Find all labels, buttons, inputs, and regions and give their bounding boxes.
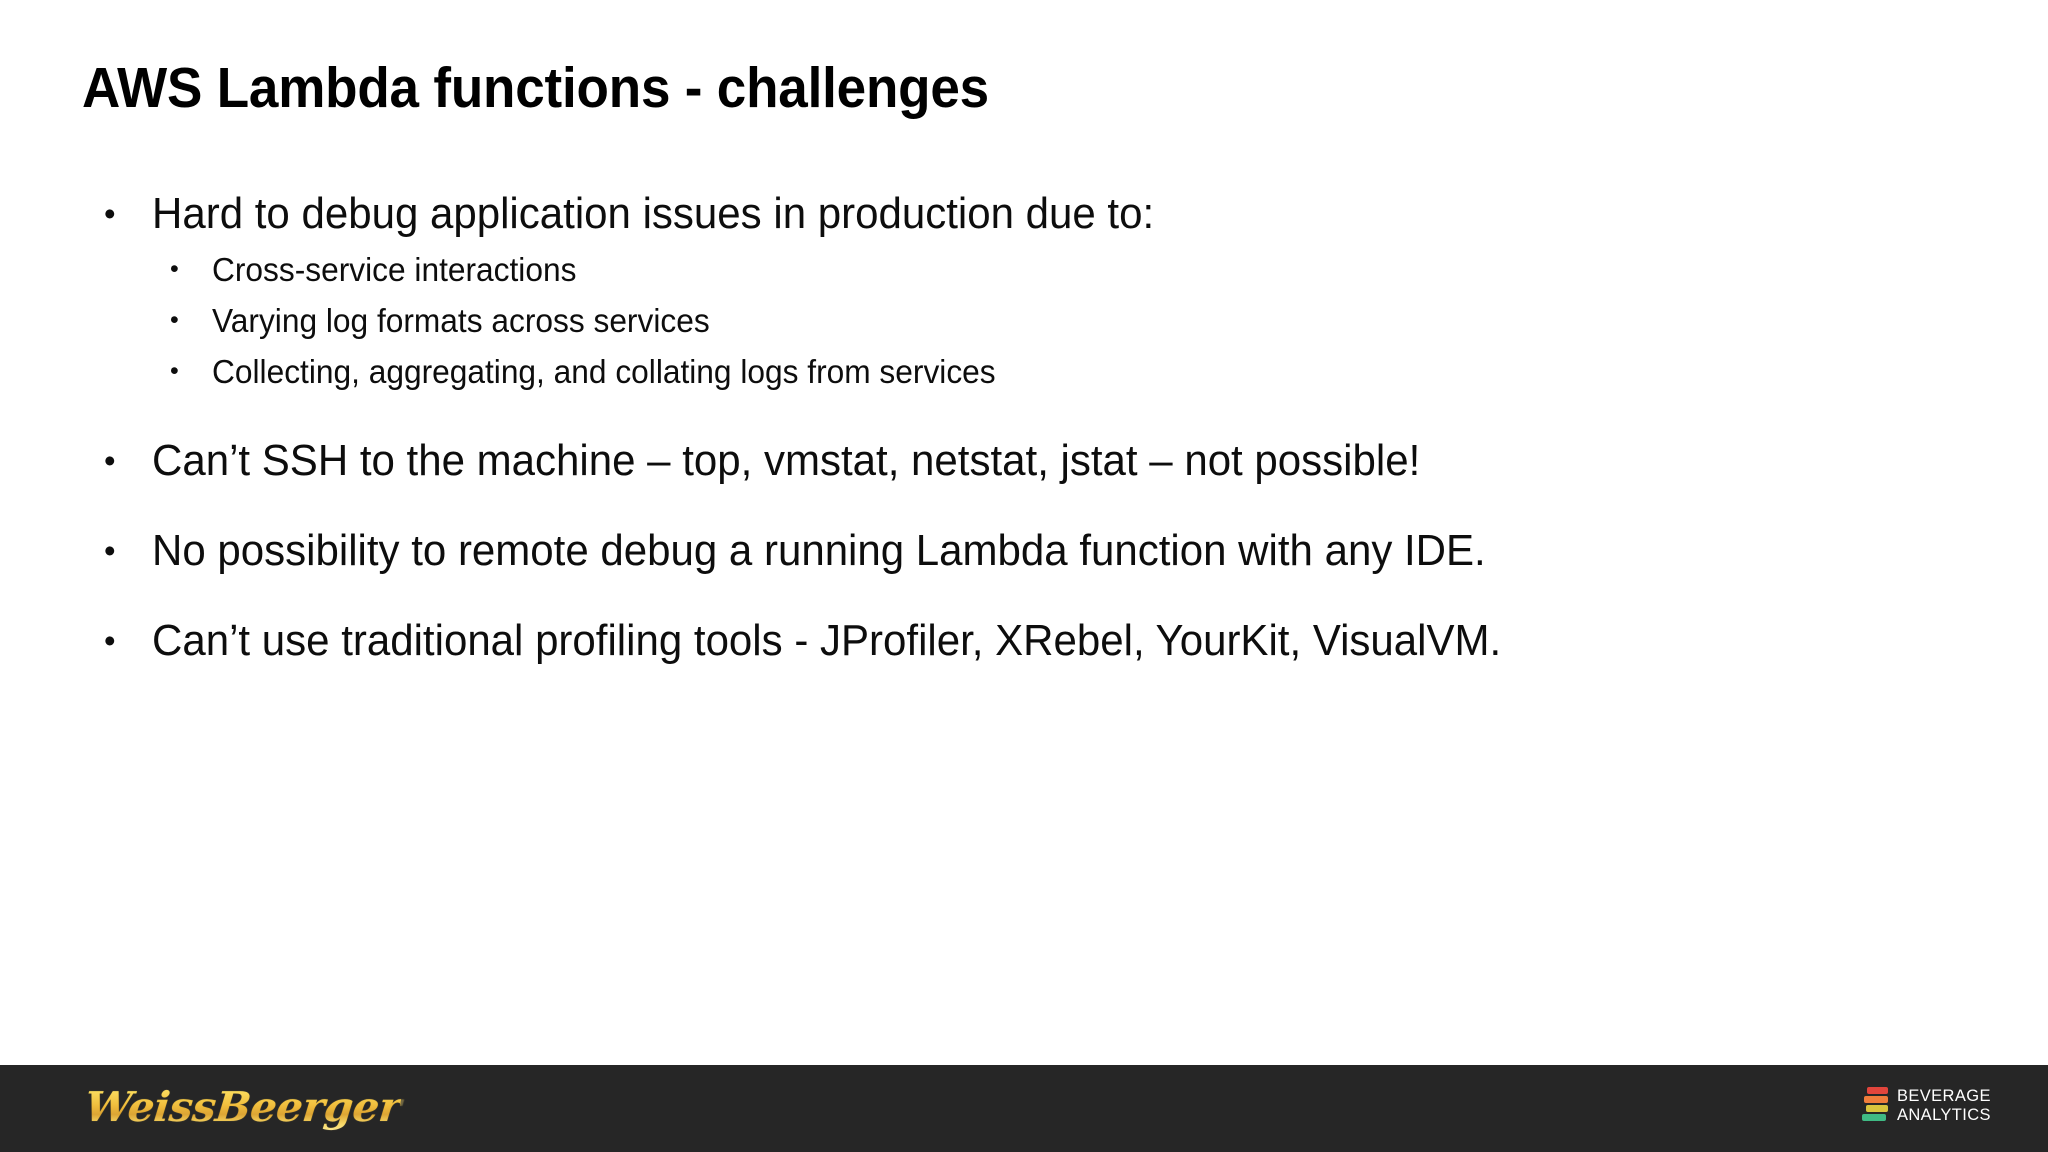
bullet-marker-icon: • <box>104 442 116 479</box>
spacer <box>82 397 1902 435</box>
bullet-item-sub: • Cross-service interactions <box>82 244 1902 295</box>
brand-line-2: ANALYTICS <box>1897 1105 1992 1124</box>
bullet-text: Collecting, aggregating, and collating l… <box>212 353 996 390</box>
bullet-text: Cross-service interactions <box>212 251 577 288</box>
bullet-item-primary: • Can’t SSH to the machine – top, vmstat… <box>82 435 1902 487</box>
bullet-marker-icon: • <box>170 306 179 334</box>
spacer <box>82 577 1902 615</box>
stacked-bar-1 <box>1867 1087 1889 1094</box>
bullet-marker-icon: • <box>104 195 116 232</box>
slide-footer: WeissBeerger BEVERAGE ANALYTICS <box>0 1065 2048 1152</box>
bullet-text: Varying log formats across services <box>212 302 710 339</box>
bullet-marker-icon: • <box>170 255 179 283</box>
bullet-sublist: • Cross-service interactions • Varying l… <box>82 244 1902 397</box>
bullet-item-primary: • Hard to debug application issues in pr… <box>82 188 1902 240</box>
bullet-marker-icon: • <box>104 532 116 569</box>
bullet-item-sub: • Collecting, aggregating, and collating… <box>82 346 1902 397</box>
weissbeerger-logo: WeissBeerger <box>82 1083 404 1131</box>
beverage-analytics-logo: BEVERAGE ANALYTICS <box>1862 1085 1994 1125</box>
bullet-item-sub: • Varying log formats across services <box>82 295 1902 346</box>
stacked-bars-icon <box>1862 1085 1889 1125</box>
bullet-marker-icon: • <box>104 622 116 659</box>
bullet-text: Hard to debug application issues in prod… <box>152 189 1155 238</box>
bullet-text: Can’t use traditional profiling tools - … <box>152 616 1502 665</box>
bullet-item-primary: • No possibility to remote debug a runni… <box>82 525 1902 577</box>
bullet-text: Can’t SSH to the machine – top, vmstat, … <box>152 436 1421 485</box>
beverage-analytics-wordmark: BEVERAGE ANALYTICS <box>1897 1086 1994 1124</box>
spacer <box>82 487 1902 525</box>
bullet-text: No possibility to remote debug a running… <box>152 526 1486 575</box>
bullet-item-primary: • Can’t use traditional profiling tools … <box>82 615 1902 667</box>
page-title: AWS Lambda functions - challenges <box>82 56 989 120</box>
stacked-bar-3 <box>1866 1105 1889 1112</box>
brand-line-1: BEVERAGE <box>1897 1086 1992 1105</box>
stacked-bar-4 <box>1862 1114 1887 1121</box>
stacked-bar-2 <box>1864 1096 1889 1103</box>
bullet-marker-icon: • <box>170 357 179 385</box>
slide-body: • Hard to debug application issues in pr… <box>82 188 1902 667</box>
